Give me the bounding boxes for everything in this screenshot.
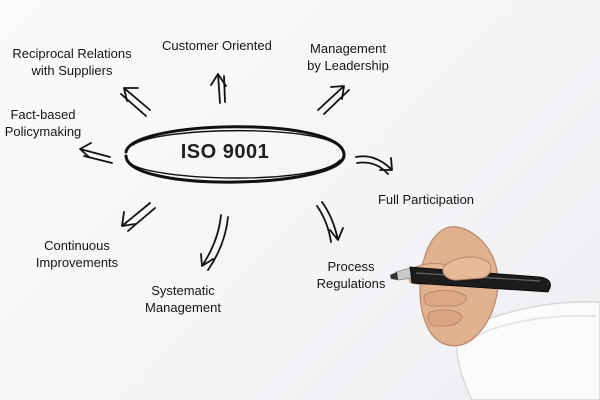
node-label-line: Fact-based (10, 107, 76, 122)
arrow-continuous-improvements (121, 202, 156, 232)
node-label-line: Management (310, 41, 386, 56)
node-reciprocal-relations: Reciprocal Relations with Suppliers (10, 45, 134, 79)
center-ellipse (124, 125, 346, 184)
arrow-full-participation (355, 155, 393, 175)
node-label-line: Full Participation (377, 192, 475, 207)
node-label-line: Management (145, 300, 221, 315)
node-label-line: Continuous (44, 238, 110, 253)
node-systematic-management: Systematic Management (140, 282, 226, 316)
node-label-line: Process (327, 259, 375, 274)
hand-with-marker-icon (390, 226, 600, 400)
node-label-line: Systematic (151, 283, 215, 298)
center-title: ISO 9001 (180, 141, 270, 163)
node-management-leadership: Management by Leadership (302, 40, 394, 74)
node-customer-oriented: Customer Oriented (162, 37, 272, 54)
node-label-line: Customer Oriented (162, 38, 272, 53)
arrow-reciprocal-relations (120, 87, 151, 117)
arrow-management-leadership (317, 85, 350, 115)
node-label-line: Improvements (35, 255, 119, 270)
arrow-systematic-management (200, 214, 229, 271)
node-continuous-improvements: Continuous Improvements (30, 237, 124, 271)
node-process-regulations: Process Regulations (314, 258, 388, 292)
arrow-process-regulations (316, 201, 344, 243)
arrow-fact-based (79, 142, 113, 164)
node-label-line: by Leadership (307, 58, 389, 73)
arrow-customer-oriented (210, 73, 227, 104)
node-full-participation: Full Participation (376, 191, 476, 208)
node-label-line: with Suppliers (31, 63, 113, 78)
node-fact-based: Fact-based Policymaking (0, 106, 86, 140)
node-label-line: Policymaking (4, 124, 82, 139)
node-label-line: Regulations (316, 276, 386, 291)
node-label-line: Reciprocal Relations (12, 46, 132, 61)
